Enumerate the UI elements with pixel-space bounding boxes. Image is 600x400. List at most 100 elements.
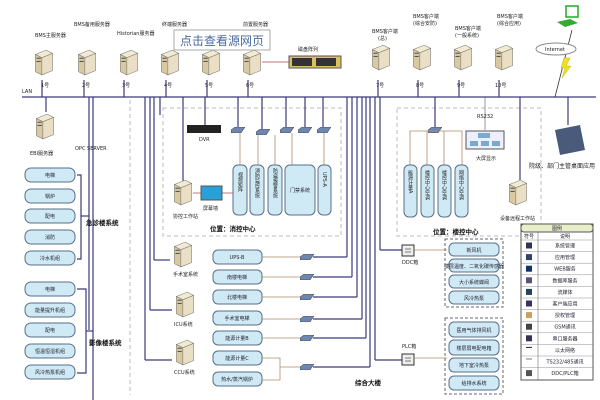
or-system-server[interactable]: 手术室系统 xyxy=(154,241,198,278)
imaging-item: 风冷热泵机组 xyxy=(24,364,76,380)
internet-label: Internet xyxy=(545,47,565,53)
svg-text:楼控中心空调: 楼控中心空调 xyxy=(424,169,430,201)
svg-text:能源计量B: 能源计量B xyxy=(225,335,249,342)
svg-text:风冷热泵: 风冷热泵 xyxy=(464,295,484,302)
meeting-icon xyxy=(555,125,585,155)
svg-text:DVR: DVR xyxy=(199,137,210,143)
svg-text:能源计量C: 能源计量C xyxy=(225,355,249,362)
server-5[interactable]: 5号 xyxy=(201,49,221,97)
emergency-item: 消防 xyxy=(24,229,76,245)
server-number: 1号 xyxy=(41,83,49,89)
switch-icon xyxy=(300,316,314,322)
client-number: 7号 xyxy=(376,83,384,89)
plc-item: 地下室冷热泵 xyxy=(448,357,500,373)
client-number: 8号 xyxy=(416,83,424,89)
ddc-item: 大小系统蝶阀 xyxy=(448,274,500,289)
svg-text:电梯: 电梯 xyxy=(45,172,55,179)
ddc-item: 楼层温度、二氧化碳传感器 xyxy=(444,258,504,273)
client-sublabel: (综合应用) xyxy=(497,20,521,27)
legend-symbol-icon xyxy=(526,265,532,272)
ccu-system-server[interactable]: CCU系统 xyxy=(145,339,195,376)
client-7[interactable]: BMS客户端(总)7号 xyxy=(371,28,398,97)
switch-icon xyxy=(300,335,314,341)
switch-icon xyxy=(256,129,270,135)
imaging-group: 电梯 能量提升机组 配电 恒温恒湿机组 风冷热泵机组 影像楼系统 xyxy=(24,281,122,380)
legend-label: TS232/485通讯 xyxy=(546,359,584,366)
screen-wall: 屏幕墙 xyxy=(193,185,233,212)
emergency-item: 电梯 xyxy=(24,167,76,183)
view-source-popup[interactable]: 点击查看源网页 xyxy=(173,29,271,51)
legend-row: 应用管理 xyxy=(521,251,593,261)
server-number: 2号 xyxy=(82,83,90,89)
coordination-workstation[interactable]: 协控工作站 xyxy=(173,179,198,220)
server-2[interactable]: BMS备用服务器 2号 xyxy=(74,21,110,97)
popup-text[interactable]: 点击查看源网页 xyxy=(180,34,264,48)
system-box: 视频矩阵 xyxy=(232,164,248,216)
ebi-server[interactable]: EBI服务器 xyxy=(30,113,55,157)
svg-text:屏幕墙: 屏幕墙 xyxy=(203,205,218,212)
svg-text:手术室系统: 手术室系统 xyxy=(173,271,198,278)
legend-row: 客户端应用 xyxy=(521,297,593,308)
emergency-item: 锅炉 xyxy=(24,188,76,204)
lan-label: LAN xyxy=(22,89,32,95)
svg-text:UPS-A: UPS-A xyxy=(321,172,327,188)
server-number: 4号 xyxy=(164,83,172,89)
system-box: 能源计量A xyxy=(403,164,418,218)
legend: 图例 符号 说明 系统管理应用管理WEB服务数据库服务流媒体客户端应用授权管理G… xyxy=(520,223,594,381)
switch-icon xyxy=(298,127,312,133)
system-box: 楼控中心空调 xyxy=(420,164,435,218)
legend-title: 图例 xyxy=(552,225,562,232)
switch-icon xyxy=(300,364,314,370)
legend-row: 以太网络 xyxy=(521,344,593,354)
svg-text:ICU系统: ICU系统 xyxy=(174,321,193,328)
legend-label: DDC/PLC箱 xyxy=(551,370,578,377)
remote-workstation[interactable]: 设备远程工作站 xyxy=(500,179,535,222)
mid-item: 北楼电梯 xyxy=(212,289,263,305)
legend-symbol-icon xyxy=(526,370,532,377)
legend-symbol-icon xyxy=(526,300,532,307)
dvr: DVR xyxy=(187,125,221,143)
legend-label: 系统管理 xyxy=(555,243,575,250)
legend-row: 数据库服务 xyxy=(521,274,593,284)
mid-systems: UPS-B 南楼电梯 北楼电梯 手术室电梯 能源计量B 能源计量C 热水/蒸汽锅… xyxy=(212,97,371,387)
svg-text:CCU系统: CCU系统 xyxy=(174,369,195,376)
legend-row: 流媒体 xyxy=(521,286,593,296)
mid-item: 南楼电梯 xyxy=(212,269,263,285)
legend-row: GSM通讯 xyxy=(521,321,593,331)
svg-text:恒温恒湿机组: 恒温恒湿机组 xyxy=(35,348,65,355)
legend-symbol-icon xyxy=(526,277,532,284)
legend-symbol-icon xyxy=(526,358,532,360)
switch-icon xyxy=(428,127,442,133)
big-screen-display: RS232 大屏显示 xyxy=(465,97,505,162)
plc-cabinet: PLC箱 医用气体排风机 楼层弱电配电箱 地下室冷热泵 给排水系统 xyxy=(401,317,504,395)
svg-text:PLC箱: PLC箱 xyxy=(402,343,416,350)
legend-row: TS232/485通讯 xyxy=(521,355,593,366)
fire-center-location: 位置：消控中心 xyxy=(210,224,256,233)
server-label: BMS备用服务器 xyxy=(74,21,110,28)
client-8[interactable]: BMS客户端(综合安防)8号 xyxy=(412,13,439,97)
switch-icon xyxy=(300,274,314,280)
legend-row: DDC/PLC箱 xyxy=(521,367,593,377)
executives-label: 院级、部门主管桌面应用 xyxy=(529,162,595,170)
legend-label: 流媒体 xyxy=(557,289,572,296)
client-10[interactable]: BMS客户端(综合应用)10号 xyxy=(494,13,523,97)
emergency-title: 急诊楼系统 xyxy=(86,218,119,227)
icu-system-server[interactable]: ICU系统 xyxy=(150,291,195,328)
ddc-item: 新风机 xyxy=(448,242,500,257)
legend-symbol-icon xyxy=(526,335,532,342)
system-box: UPS-A xyxy=(317,164,332,216)
svg-text:DDC箱: DDC箱 xyxy=(402,259,418,266)
ddc-item: 风冷热泵 xyxy=(448,290,500,305)
server-number: 5号 xyxy=(205,83,213,89)
wireless-icon xyxy=(560,57,572,79)
svg-text:风冷热泵机组: 风冷热泵机组 xyxy=(35,369,65,376)
client-label: BMS客户端 xyxy=(455,25,481,32)
svg-text:给排水系统: 给排水系统 xyxy=(461,380,486,387)
ddc-cabinet: DDC箱 新风机 楼层温度、二氧化碳传感器 大小系统蝶阀 风冷热泵 xyxy=(401,238,504,308)
client-9[interactable]: BMS客户端(一般系统)9号 xyxy=(453,25,481,97)
